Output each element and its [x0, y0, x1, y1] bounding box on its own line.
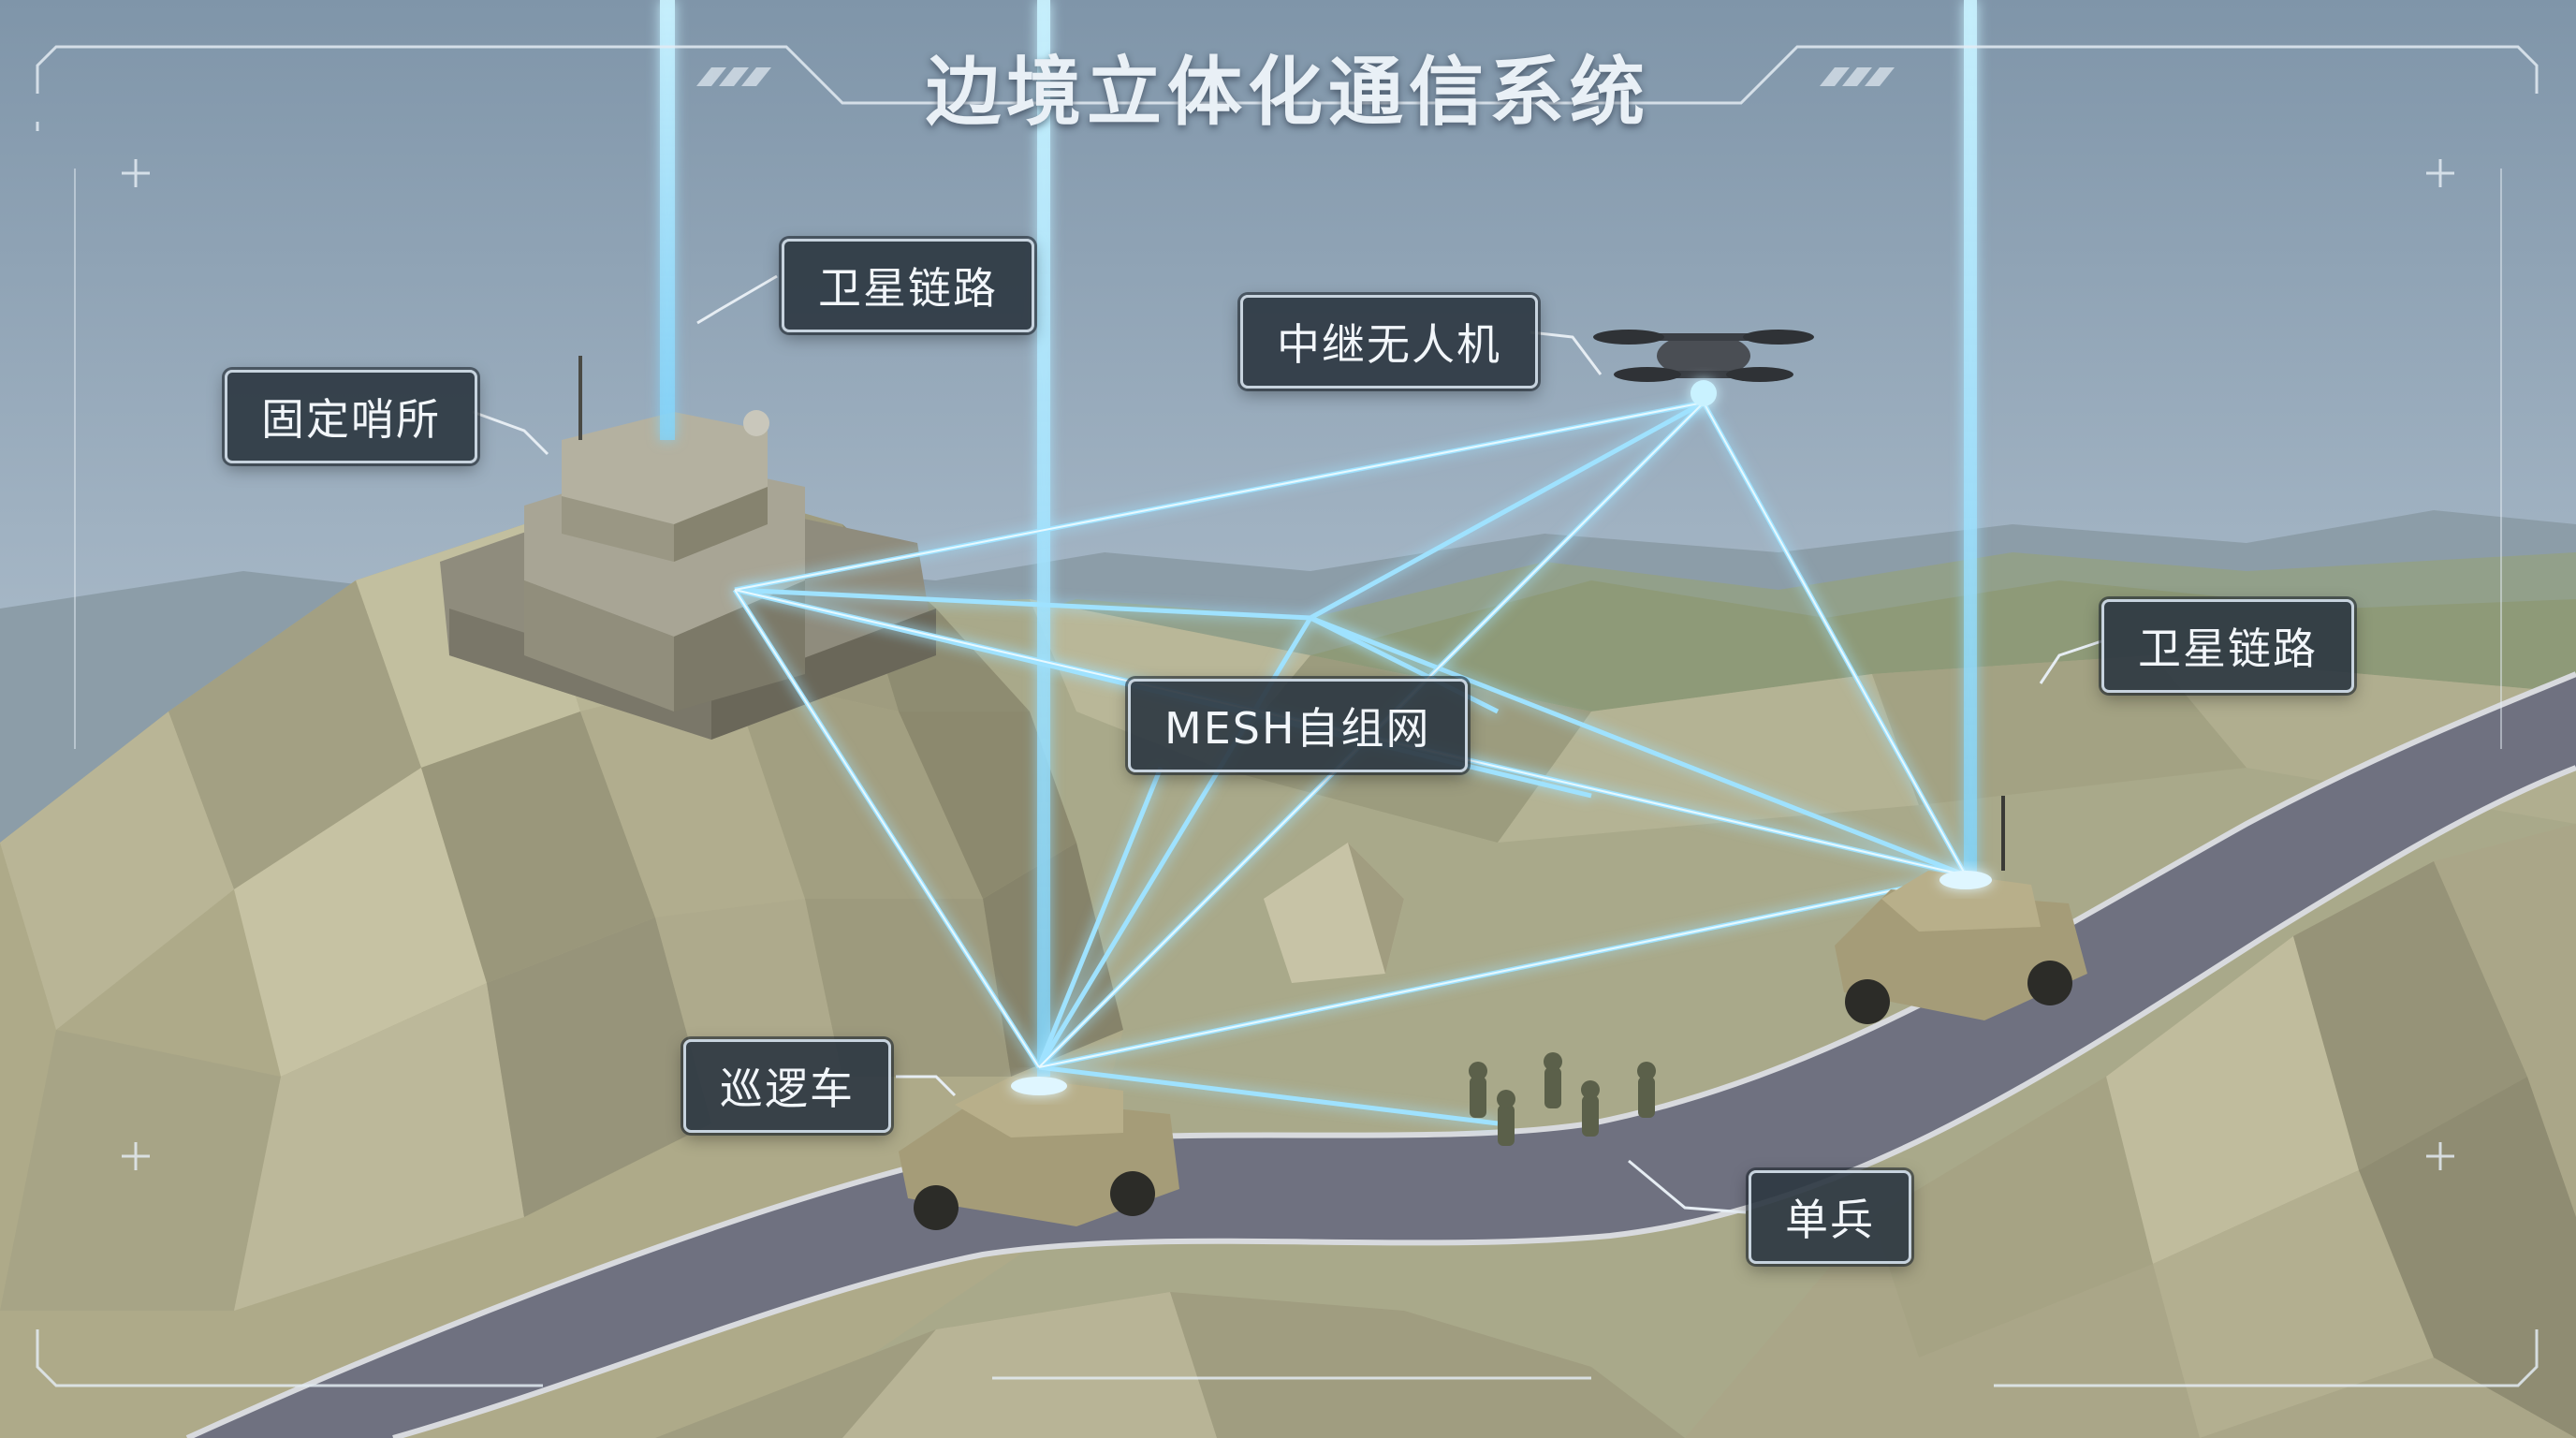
label-relay-drone: 中继无人机 [1240, 295, 1538, 389]
label-patrol-vehicle: 巡逻车 [683, 1039, 891, 1133]
diagram-title: 边境立体化通信系统 [926, 49, 1650, 136]
label-mesh-network: MESH自组网 [1128, 679, 1468, 772]
outpost-building [440, 356, 936, 740]
hud-frame [36, 45, 2539, 1387]
label-satellite-link-right: 卫星链路 [2101, 599, 2354, 693]
satellite-beams [660, 0, 1977, 1077]
label-fixed-outpost: 固定哨所 [225, 370, 477, 463]
patrol-vehicle-left [899, 1077, 1179, 1230]
foreground-terrain [655, 824, 2576, 1438]
hud-stripes [696, 67, 1895, 86]
patrol-vehicle-right [1835, 796, 2087, 1024]
label-infantry: 单兵 [1749, 1170, 1911, 1264]
label-satellite-link-left: 卫星链路 [782, 239, 1034, 332]
leader-lines [472, 274, 2102, 1214]
infantry-squad [1469, 1052, 1656, 1146]
relay-drone [1593, 330, 1814, 406]
